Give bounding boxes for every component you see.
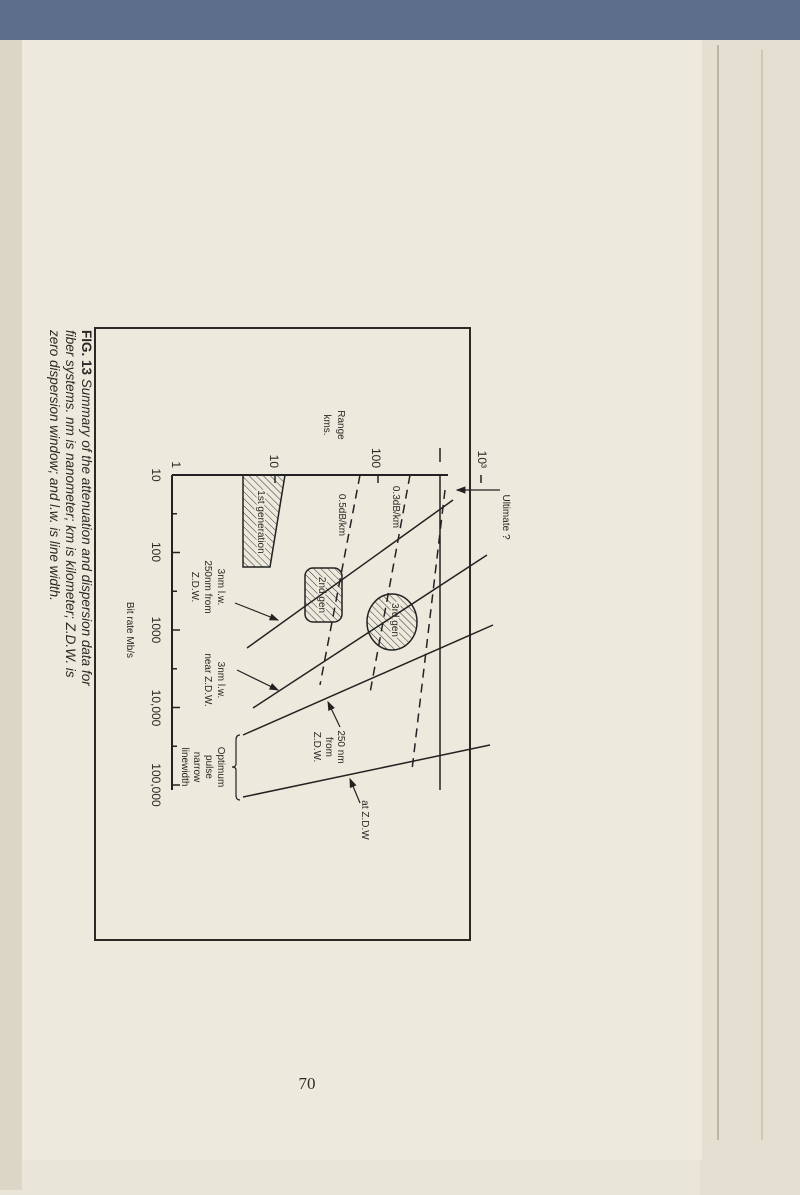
caption-line-1: FIG. 13 Summary of the attenuation and d…: [79, 330, 94, 686]
third-generation-label: 3rd gen: [389, 603, 400, 637]
annotation-text: 3nm l.w.: [215, 569, 226, 606]
dispersion-line-zdw: [242, 744, 491, 798]
annotation-text: Z.D.W.: [189, 572, 200, 603]
first-generation-label: 1st generation: [255, 490, 266, 553]
annotation-text: from: [323, 737, 334, 757]
0.5db-label: 0.5dB/km: [336, 494, 347, 536]
figure-frame: [94, 327, 471, 941]
x-tick-label: 100: [149, 542, 163, 562]
caption-line-3: zero dispersion window; and l.w. is line…: [47, 329, 62, 601]
dispersion-line-3nm-near: [252, 554, 488, 709]
y-axis-label: Range: [335, 410, 346, 440]
x-tick-label: 100,000: [149, 763, 163, 807]
annotation-text: linewidth: [179, 748, 190, 787]
y-tick-label: 100: [369, 448, 383, 468]
x-tick-label: 10: [149, 468, 163, 482]
x-tick-label: 10,000: [149, 690, 163, 727]
annotation-text: 250nm from: [202, 560, 213, 613]
second-generation-region: [304, 567, 343, 623]
annotation-text: narrow: [191, 752, 202, 783]
previous-page-edge: [0, 40, 22, 1190]
annotation-text: 3nm l.w.: [215, 662, 226, 699]
dispersion-line-3nm-250: [246, 499, 454, 649]
page-number: 70: [299, 1074, 316, 1093]
caption-label: FIG. 13: [79, 330, 94, 376]
caption-text: Summary of the attenuation and dispersio…: [79, 375, 94, 686]
annotation-text: Z.D.W.: [311, 732, 322, 763]
caption-line-2: fiber systems. nm is nanometer; km is ki…: [63, 330, 78, 678]
y-tick-label: 10: [267, 455, 281, 469]
ultimate-label: Ultimate ?: [500, 494, 511, 539]
y-tick-label: 1: [169, 461, 183, 468]
first-generation-region: [242, 474, 286, 568]
y-axis-label: kms.: [321, 414, 332, 435]
page: [22, 40, 702, 1160]
0.5db-dashed-line: [319, 474, 361, 686]
annotation-text: pulse: [203, 755, 214, 779]
0.3db-dashed-line: [369, 474, 411, 694]
annotation-text: 250 nm: [335, 730, 346, 763]
annotation-text: near Z.D.W.: [202, 653, 213, 706]
0.3db-label: 0.3dB/km: [390, 486, 401, 528]
brace: [231, 734, 241, 801]
annotation-text: Optimum: [215, 747, 226, 788]
x-axis-label: Bit rate Mb/s: [124, 602, 135, 658]
figure: 10 100 1000 10,000 100,000 Bit rate Mb/s…: [47, 329, 511, 840]
page-edges: [700, 40, 800, 1195]
third-generation-region: [366, 593, 418, 651]
ultimate-dashed-line: [411, 489, 446, 771]
dispersion-line-250nm: [242, 624, 494, 736]
y-tick-label: 10³: [475, 451, 489, 468]
x-tick-label: 1000: [149, 617, 163, 644]
annotation-text: at Z.D.W: [359, 800, 370, 840]
